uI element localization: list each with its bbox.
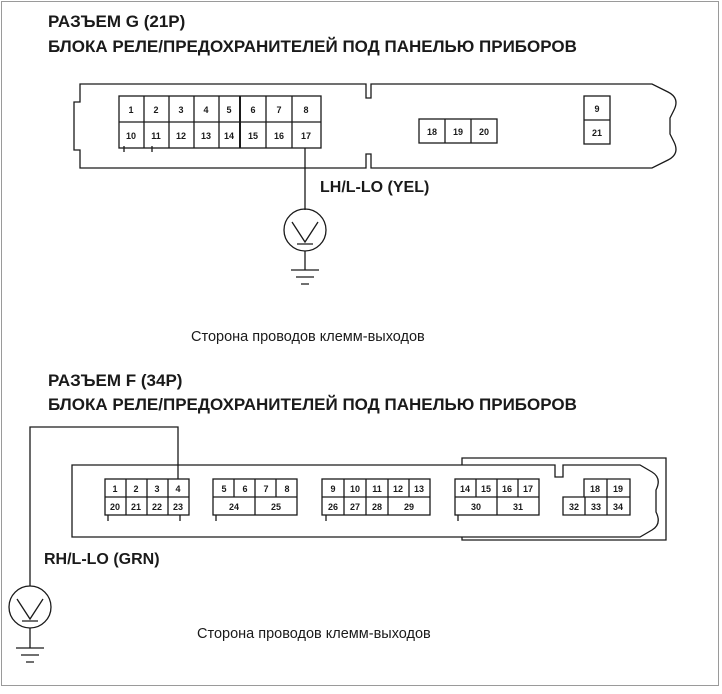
pin-label: 32 xyxy=(569,502,579,512)
pin-label: 7 xyxy=(276,105,281,115)
pin-label: 25 xyxy=(271,502,281,512)
pin-label: 16 xyxy=(274,131,284,141)
connector-g-caption: Сторона проводов клемм-выходов xyxy=(191,329,425,345)
pin-label: 12 xyxy=(176,131,186,141)
wire-label-rh: RH/L-LO (GRN) xyxy=(44,551,160,568)
pin-label: 8 xyxy=(284,484,289,494)
pin-label: 21 xyxy=(131,502,141,512)
pin-label: 4 xyxy=(175,484,180,494)
pin-label: 10 xyxy=(350,484,360,494)
pin-label: 2 xyxy=(153,105,158,115)
pin-label: 6 xyxy=(242,484,247,494)
pin-label: 23 xyxy=(173,502,183,512)
ground-f-symbol xyxy=(16,647,44,663)
pin-label: 19 xyxy=(613,484,623,494)
pin-label: 29 xyxy=(404,502,414,512)
ground-g-symbol xyxy=(291,269,319,285)
pin-label: 5 xyxy=(226,105,231,115)
pin-label: 16 xyxy=(502,484,512,494)
connector-g-pin-labels: 1 2 3 4 5 6 7 8 10 11 12 13 14 15 16 17 … xyxy=(126,104,602,141)
pin-label: 3 xyxy=(154,484,159,494)
pin-label: 20 xyxy=(479,127,489,137)
pin-label: 14 xyxy=(224,131,234,141)
connector-f-subtitle: БЛОКА РЕЛЕ/ПРЕДОХРАНИТЕЛЕЙ ПОД ПАНЕЛЬЮ П… xyxy=(48,395,577,414)
pin-label: 13 xyxy=(414,484,424,494)
pin-label: 10 xyxy=(126,131,136,141)
pin-label: 4 xyxy=(203,105,208,115)
pin-label: 27 xyxy=(350,502,360,512)
pin-label: 11 xyxy=(151,131,161,141)
pin-label: 33 xyxy=(591,502,601,512)
pin-label: 15 xyxy=(481,484,491,494)
pin-label: 8 xyxy=(303,105,308,115)
pin-label: 17 xyxy=(301,131,311,141)
pin-label: 12 xyxy=(393,484,403,494)
pin-label: 20 xyxy=(110,502,120,512)
pin-label: 14 xyxy=(460,484,470,494)
pin-label: 30 xyxy=(471,502,481,512)
connector-f-title: РАЗЪЕМ F (34P) xyxy=(48,371,182,390)
pin-label: 7 xyxy=(263,484,268,494)
pin-label: 26 xyxy=(328,502,338,512)
connector-f-caption: Сторона проводов клемм-выходов xyxy=(197,626,431,642)
pin-label: 22 xyxy=(152,502,162,512)
wire-label-lh: LH/L-LO (YEL) xyxy=(320,179,429,196)
pin-label: 18 xyxy=(590,484,600,494)
connector-g-mid-block xyxy=(418,118,498,144)
pin-label: 3 xyxy=(178,105,183,115)
pin-label: 31 xyxy=(513,502,523,512)
pin-label: 9 xyxy=(330,484,335,494)
pin-label: 9 xyxy=(594,104,599,114)
pin-label: 34 xyxy=(613,502,623,512)
pin-label: 15 xyxy=(248,131,258,141)
wire-rh-l-lo xyxy=(29,426,179,586)
connector-g-title: РАЗЪЕМ G (21P) xyxy=(48,12,185,31)
connector-f-housing xyxy=(71,464,659,538)
pin-label: 5 xyxy=(221,484,226,494)
pin-label: 17 xyxy=(523,484,533,494)
connector-f-pin-labels: 1 2 3 4 20 21 22 23 5 6 7 8 24 25 9 10 1… xyxy=(110,484,623,512)
pin-label: 13 xyxy=(201,131,211,141)
connector-g-subtitle: БЛОКА РЕЛЕ/ПРЕДОХРАНИТЕЛЕЙ ПОД ПАНЕЛЬЮ П… xyxy=(48,37,577,56)
connector-g-housing xyxy=(73,83,677,169)
pin-label: 2 xyxy=(133,484,138,494)
pin-label: 28 xyxy=(372,502,382,512)
pin-label: 1 xyxy=(112,484,117,494)
pin-label: 6 xyxy=(250,105,255,115)
pin-label: 24 xyxy=(229,502,239,512)
pin-label: 1 xyxy=(128,105,133,115)
pin-label: 11 xyxy=(372,484,382,494)
pin-label: 21 xyxy=(592,128,602,138)
pin-label: 19 xyxy=(453,127,463,137)
pin-label: 18 xyxy=(427,127,437,137)
